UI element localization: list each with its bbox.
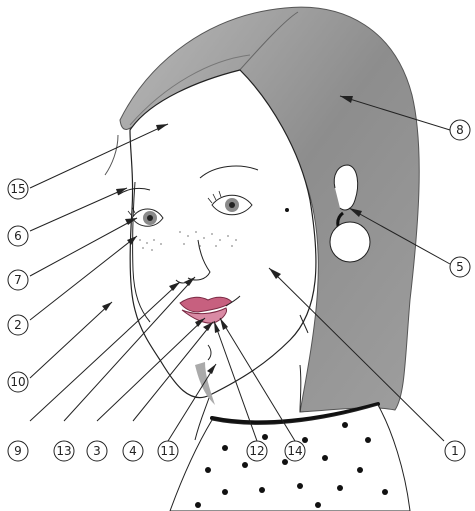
label-11-text: 11 xyxy=(160,444,175,458)
label-4: 4 xyxy=(123,441,143,461)
label-7-text: 7 xyxy=(14,273,22,287)
label-15: 15 xyxy=(8,179,28,199)
hair-strand xyxy=(105,135,118,175)
label-1: 1 xyxy=(445,441,465,461)
label-6-text: 6 xyxy=(14,229,22,243)
label-6: 6 xyxy=(8,226,28,246)
label-12: 12 xyxy=(247,441,267,461)
label-14: 14 xyxy=(285,441,305,461)
label-8-text: 8 xyxy=(456,123,464,137)
label-2: 2 xyxy=(8,315,28,335)
label-9-text: 9 xyxy=(14,444,22,458)
label-12-text: 12 xyxy=(249,444,264,458)
label-3: 3 xyxy=(87,441,107,461)
label-13: 13 xyxy=(54,441,74,461)
label-2-text: 2 xyxy=(14,318,22,332)
label-1-text: 1 xyxy=(451,444,459,458)
label-5-text: 5 xyxy=(456,260,464,274)
label-4-text: 4 xyxy=(129,444,137,458)
label-8: 8 xyxy=(450,120,470,140)
label-3-text: 3 xyxy=(93,444,101,458)
label-9: 9 xyxy=(8,441,28,461)
label-10: 10 xyxy=(8,372,28,392)
label-5: 5 xyxy=(450,257,470,277)
label-7: 7 xyxy=(8,270,28,290)
label-11: 11 xyxy=(158,441,178,461)
label-15-text: 15 xyxy=(10,182,25,196)
label-13-text: 13 xyxy=(56,444,71,458)
beauty-mark xyxy=(285,208,289,212)
label-14-text: 14 xyxy=(287,444,302,458)
earring-disc xyxy=(330,222,370,262)
label-10-text: 10 xyxy=(10,375,25,389)
